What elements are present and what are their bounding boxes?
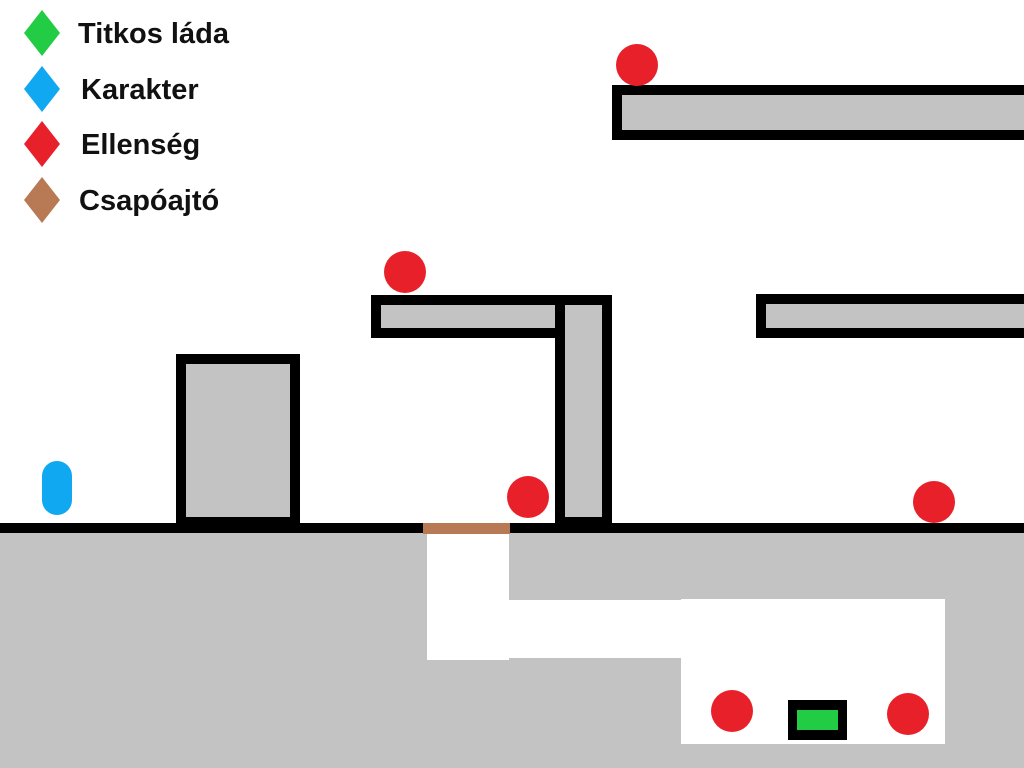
legend-item-character: Karakter xyxy=(22,66,282,114)
enemy[interactable] xyxy=(384,251,426,293)
enemy[interactable] xyxy=(507,476,549,518)
brown-diamond-icon xyxy=(24,177,60,223)
legend-label-character: Karakter xyxy=(81,74,199,106)
legend-item-secret-chest: Titkos láda xyxy=(22,10,282,58)
ground-surface-line xyxy=(0,523,1024,533)
legend-label-trapdoor: Csapóajtó xyxy=(79,185,220,217)
tunnel-passage xyxy=(509,600,689,658)
platform-top-right xyxy=(612,85,1024,140)
player-character[interactable] xyxy=(42,461,72,515)
enemy[interactable] xyxy=(913,481,955,523)
trapdoor[interactable] xyxy=(423,523,510,534)
legend-item-trapdoor: Csapóajtó xyxy=(22,177,282,225)
red-diamond-icon xyxy=(24,121,60,167)
blue-diamond-icon xyxy=(24,66,60,112)
tunnel-shaft xyxy=(427,533,509,660)
green-diamond-icon xyxy=(24,10,60,56)
platform-middle-right xyxy=(756,294,1024,338)
platform-middle-left xyxy=(371,295,571,338)
crate-block xyxy=(176,354,300,527)
legend-item-enemy: Ellenség xyxy=(22,121,282,169)
enemy[interactable] xyxy=(616,44,658,86)
enemy[interactable] xyxy=(711,690,753,732)
pillar xyxy=(555,295,612,527)
secret-chest-lid xyxy=(797,710,838,730)
legend-label-secret-chest: Titkos láda xyxy=(78,18,229,50)
enemy[interactable] xyxy=(887,693,929,735)
secret-chest[interactable] xyxy=(788,700,847,740)
legend-label-enemy: Ellenség xyxy=(81,129,201,161)
